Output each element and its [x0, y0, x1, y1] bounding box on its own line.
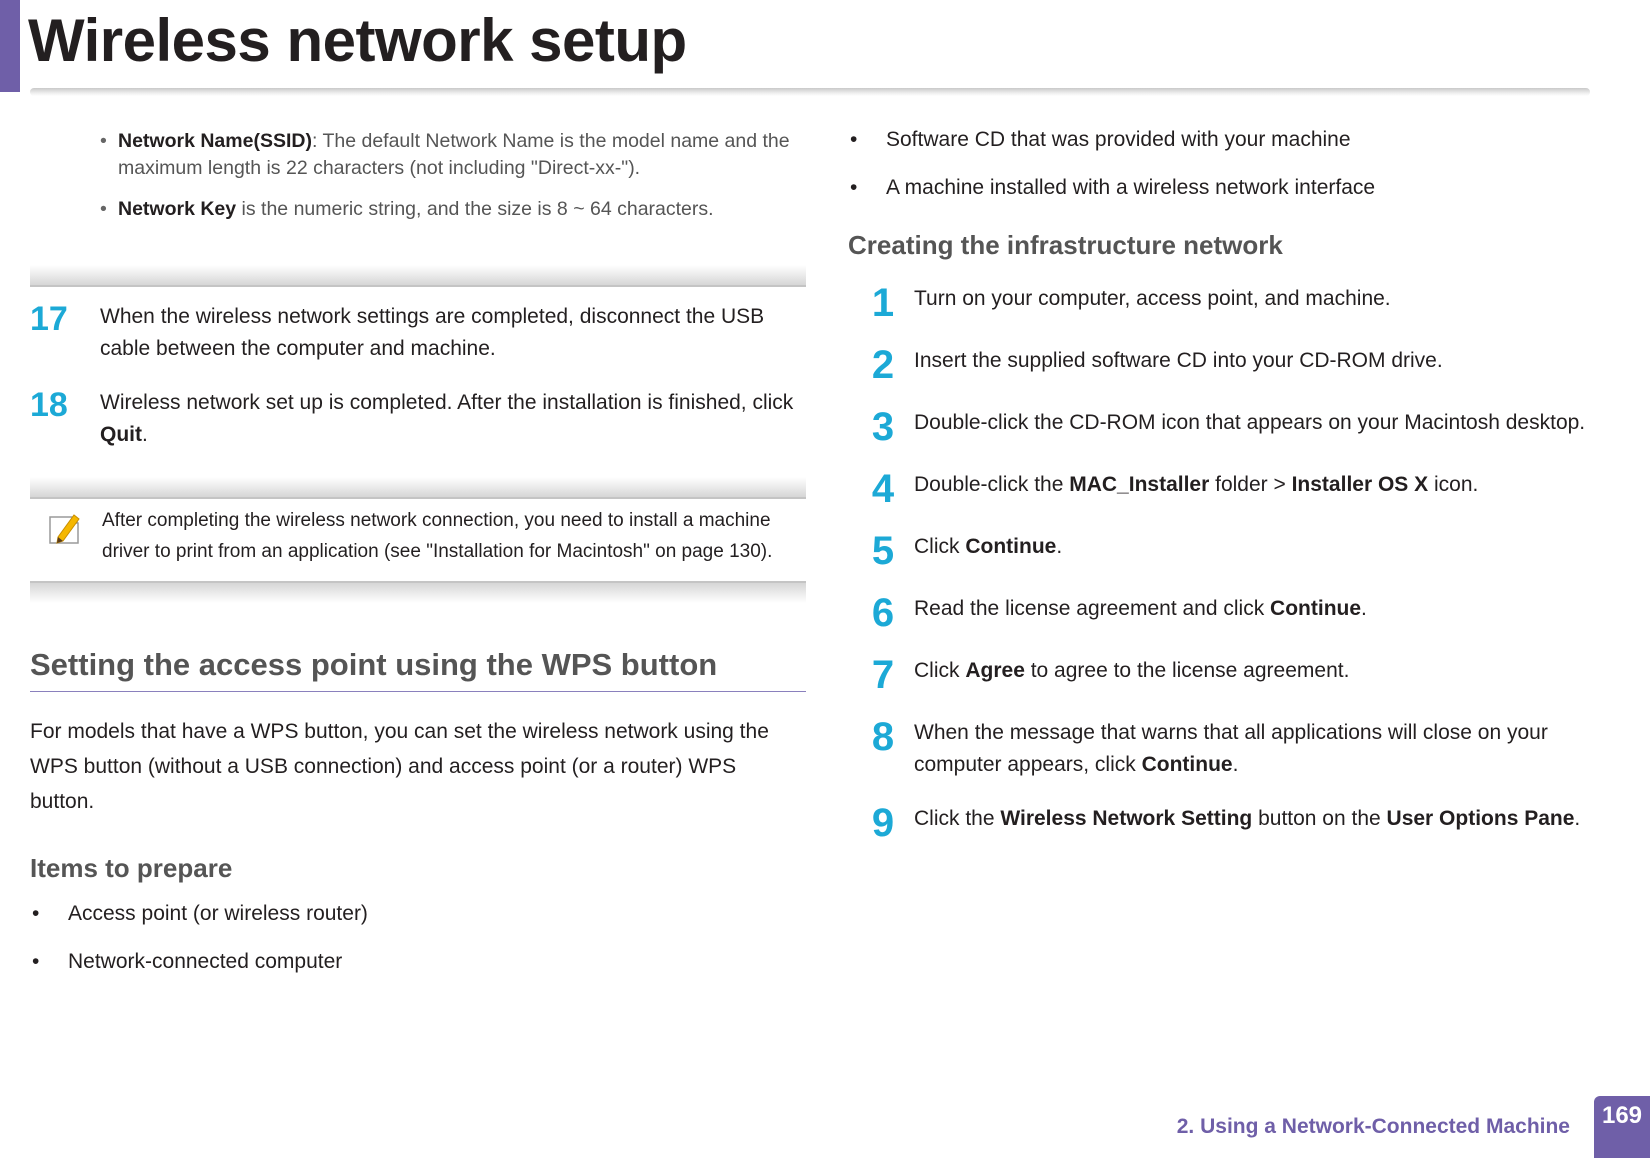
step-7: 7 Click Agree to agree to the license ag… [848, 655, 1628, 695]
step-6: 6 Read the license agreement and click C… [848, 593, 1628, 633]
left-column: Network Name(SSID): The default Network … [30, 128, 806, 994]
section-paragraph: For models that have a WPS button, you c… [30, 720, 769, 813]
step-number: 8 [871, 715, 895, 759]
step-number: 9 [871, 801, 895, 845]
step-text: Click Agree to agree to the license agre… [914, 659, 1350, 682]
step-5: 5 Click Continue. [848, 531, 1628, 571]
list-item: Network Key is the numeric string, and t… [100, 196, 806, 223]
step-text: Click Continue. [914, 535, 1063, 558]
step-17: 17 When the wireless network settings ar… [30, 301, 806, 365]
items-heading: Items to prepare [30, 853, 233, 883]
items-list: Access point (or wireless router) Networ… [30, 898, 806, 978]
step-number: 1 [871, 281, 895, 325]
step-3: 3 Double-click the CD-ROM icon that appe… [848, 407, 1628, 447]
step-18: 18 Wireless network set up is completed.… [30, 387, 806, 451]
note-band-top [30, 477, 806, 499]
items-list-continued: Software CD that was provided with your … [848, 124, 1628, 204]
step-text: Double-click the CD-ROM icon that appear… [914, 411, 1586, 434]
step-number: 6 [871, 591, 895, 635]
step-text: When the wireless network settings are c… [100, 305, 765, 360]
step-number: 7 [871, 653, 895, 697]
step-2: 2 Insert the supplied software CD into y… [848, 345, 1628, 385]
infrastructure-heading: Creating the infrastructure network [848, 230, 1283, 260]
step-text: Double-click the MAC_Installer folder > … [914, 473, 1479, 496]
note-band-bottom [30, 581, 806, 603]
list-item: Network Name(SSID): The default Network … [100, 128, 806, 182]
list-item: Software CD that was provided with your … [850, 124, 1628, 156]
step-number: 18 [30, 386, 68, 424]
sub-bullet-list: Network Name(SSID): The default Network … [100, 128, 806, 223]
step-text: Click the Wireless Network Setting butto… [914, 807, 1581, 830]
footer-chapter: 2. Using a Network-Connected Machine [1176, 1115, 1570, 1138]
step-text: Wireless network set up is completed. Af… [100, 391, 794, 446]
note-pencil-icon [49, 514, 80, 544]
step-text: Insert the supplied software CD into you… [914, 349, 1443, 372]
step-8: 8 When the message that warns that all a… [848, 717, 1628, 781]
quit-label: Quit [100, 423, 142, 446]
step-9: 9 Click the Wireless Network Setting but… [848, 803, 1628, 843]
title-rule [30, 88, 1590, 96]
step-text: Turn on your computer, access point, and… [914, 287, 1391, 310]
note-text: After completing the wireless network co… [102, 510, 773, 562]
step-band-top [30, 265, 806, 287]
step-number: 3 [871, 405, 895, 449]
step-1: 1 Turn on your computer, access point, a… [848, 283, 1628, 323]
step-number: 4 [871, 467, 895, 511]
step-text: Read the license agreement and click Con… [914, 597, 1367, 620]
step-number: 5 [871, 529, 895, 573]
step-4: 4 Double-click the MAC_Installer folder … [848, 469, 1628, 509]
page-title: Wireless network setup [28, 7, 687, 74]
list-item: Network-connected computer [32, 946, 806, 978]
infrastructure-steps: 1 Turn on your computer, access point, a… [848, 283, 1628, 843]
note-box: After completing the wireless network co… [30, 499, 806, 581]
step-number: 17 [30, 300, 68, 338]
header-accent-bar [0, 0, 20, 92]
right-column: Software CD that was provided with your … [848, 124, 1628, 865]
step-number: 2 [871, 343, 895, 387]
section-heading: Setting the access point using the WPS b… [30, 647, 806, 692]
page-number: 169 [1594, 1096, 1650, 1158]
list-item: Access point (or wireless router) [32, 898, 806, 930]
step-text: When the message that warns that all app… [914, 721, 1548, 776]
list-item: A machine installed with a wireless netw… [850, 172, 1628, 204]
page-footer: 2. Using a Network-Connected Machine 169 [1177, 1096, 1650, 1158]
